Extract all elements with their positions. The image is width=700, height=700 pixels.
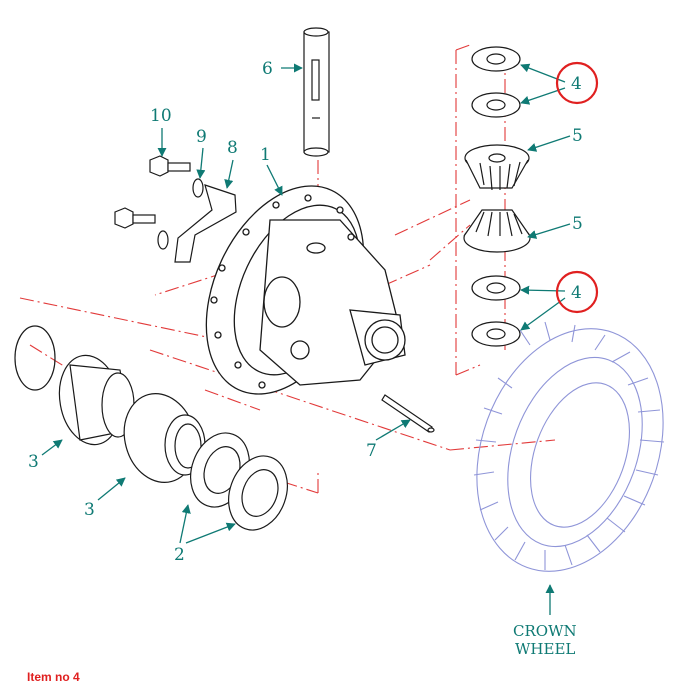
washer-part-9 <box>157 178 204 250</box>
label-3-left: 3 <box>28 452 39 472</box>
pinion-gears-part-5 <box>463 144 531 253</box>
label-9: 9 <box>196 127 207 147</box>
label-10: 10 <box>150 106 172 126</box>
label-3-right: 3 <box>84 500 95 520</box>
crown-wheel-label-line1: CROWN <box>513 622 577 640</box>
label-8: 8 <box>227 138 238 158</box>
label-6: 6 <box>262 59 273 79</box>
label-1: 1 <box>260 145 271 165</box>
caption-item-number: Item no 4 <box>27 670 80 684</box>
crown-wheel <box>473 321 665 572</box>
item-4-highlight-circles <box>555 61 599 314</box>
thrust-washers-part-4 <box>471 46 521 347</box>
shaft-part-7 <box>381 394 435 433</box>
label-2: 2 <box>174 545 185 565</box>
shims-part-2 <box>190 432 288 531</box>
differential-case-part-1 <box>205 185 406 395</box>
callout-labels: 6 10 9 8 1 4 5 5 4 7 3 3 2 CROWN WHEEL <box>28 59 583 658</box>
side-gears-part-3 <box>14 325 206 484</box>
bolt-part-10 <box>114 155 191 229</box>
label-4-top: 4 <box>571 74 582 94</box>
pin-part-6 <box>303 27 330 157</box>
label-5-top: 5 <box>572 126 583 146</box>
lock-plate-part-8 <box>174 184 237 263</box>
crown-wheel-label-line2: WHEEL <box>515 640 575 658</box>
label-7: 7 <box>366 441 377 461</box>
label-5-bottom: 5 <box>572 214 583 234</box>
label-4-bottom: 4 <box>571 283 582 303</box>
